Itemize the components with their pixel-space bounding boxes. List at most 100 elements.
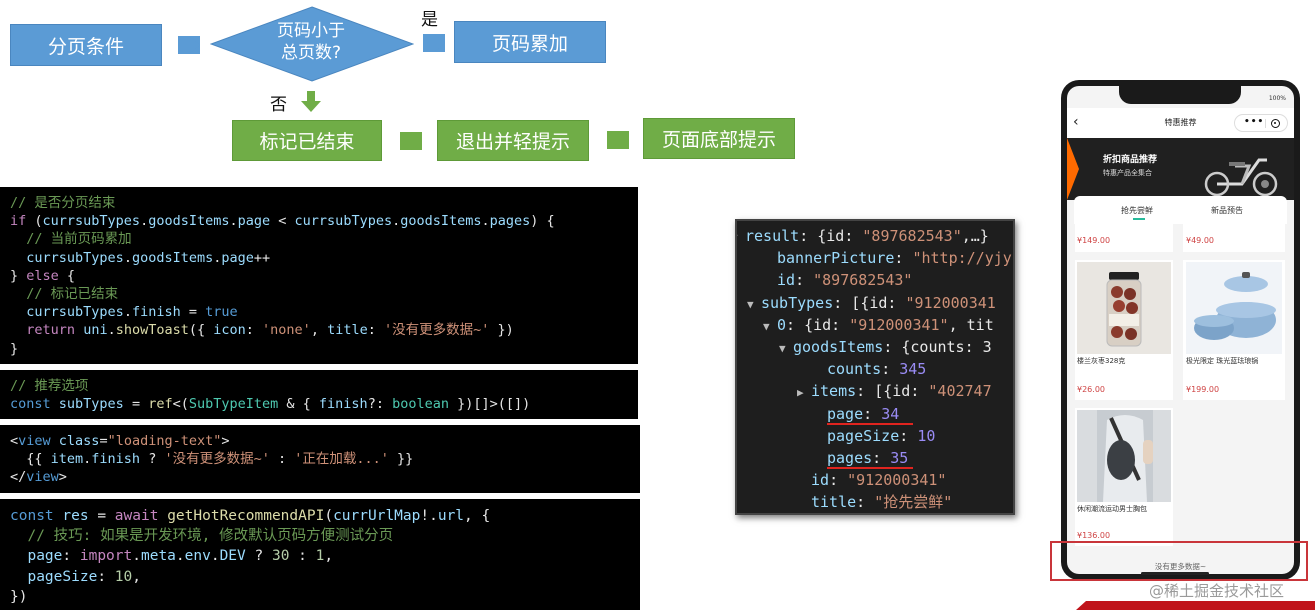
code-token: . [132,548,141,565]
code-token: finish [131,304,181,321]
expand-down-icon[interactable]: ▼ [779,342,786,355]
code-token: SubTypeItem [188,396,279,413]
code-line: } [10,340,628,358]
code-token: !. [420,508,438,524]
code-token: currsubTypes [26,249,124,266]
devtools-line: bannerPicture: "http://yjy [777,247,1012,269]
code-token: > [221,433,230,449]
code-token: // 推荐选项 [10,378,89,394]
product-card-top-left[interactable]: ¥149.00 [1075,224,1173,252]
red-footer-strip [1076,601,1315,610]
devtools-token: "抢先尝鲜" [874,493,953,512]
code-token: subTypes [58,396,124,413]
product-card-jujube[interactable]: 楼兰灰枣328克 ¥26.00 [1075,260,1173,400]
code-token: pageSize [27,568,98,585]
code-line: {{ item.finish ? '没有更多数据~' : '正在加载...' }… [10,450,630,468]
back-icon[interactable]: ‹ [1073,114,1079,130]
code-token: , [132,568,141,585]
product-price: ¥149.00 [1077,236,1111,245]
devtools-token: : [894,249,913,268]
promo-banner: 折扣商品推荐 特惠产品全集合 [1067,138,1294,200]
devtools-token: 345 [899,360,927,379]
devtools-token: pageSize [827,426,900,445]
close-capsule-icon[interactable] [1271,119,1280,128]
code-token [51,396,59,412]
devtools-response-panel: ▼result: {id: "897682543",…}bannerPictur… [735,219,1015,515]
code-token: , [324,548,334,565]
code-token: else [26,267,59,284]
code-token [10,231,26,247]
code-token: boolean [392,396,449,413]
tab-early-taste[interactable]: 抢先尝鲜 [1121,206,1153,215]
devtools-line: pageSize: 10 [827,425,935,447]
code-token: ({ [188,322,214,339]
product-card-chest-bag[interactable]: 休闲潮流运动男士胸包 ¥136.00 [1075,408,1173,546]
code-token: ?: [367,396,393,413]
flow-increment-label: 页码累加 [491,32,568,55]
code-token: view [18,433,51,449]
expand-down-icon[interactable]: ▼ [747,297,754,311]
code-token: : [97,568,115,585]
more-icon[interactable]: ••• [1244,117,1265,127]
devtools-token: 34 [881,404,900,423]
expand-down-icon[interactable]: ▼ [763,319,770,333]
devtools-line[interactable]: ▼result: {id: "897682543",…} [737,225,989,249]
code-token [10,304,26,320]
devtools-token: "897682543" [813,271,913,290]
code-token: { [58,267,76,284]
code-token: item [50,451,84,468]
code-token: : [62,548,80,565]
code-token: page [27,548,63,565]
code-token: . [83,451,92,468]
mini-program-capsule[interactable]: ••• [1234,114,1288,132]
devtools-line[interactable]: ▼goodsItems: {counts: 3 [779,336,992,358]
code-token: '没有更多数据~' [384,322,490,339]
nav-bar: ‹ 特惠推荐 ••• [1067,108,1294,138]
devtools-token: : [829,471,848,490]
flow-bottom-hint-box: 页面底部提示 [643,118,795,159]
code-token: 'none' [262,322,311,339]
product-price: ¥199.00 [1186,385,1220,394]
product-price: ¥49.00 [1186,236,1214,245]
product-name: 楼兰灰枣328克 [1077,357,1126,365]
tab-new-preview[interactable]: 新品预告 [1211,206,1243,215]
devtools-token: "897682543" [862,227,962,245]
code-token: }) [10,588,28,605]
code-token: 1 [315,548,325,565]
devtools-token: id [777,271,796,290]
code-token: pages [489,213,531,230]
code-token: = [123,396,149,413]
product-price: ¥26.00 [1077,385,1105,394]
devtools-line[interactable]: ▶items: [{id: "402747 [797,380,992,402]
code-token: = [99,433,108,449]
code-token: < [10,433,19,449]
product-card-pot[interactable]: 极光限定 珠光蓝珐琅锅 ¥199.00 [1183,260,1285,400]
flow-arrow-2 [400,132,422,150]
devtools-line[interactable]: ▼0: {id: "912000341", tit [763,314,994,336]
devtools-token: : [899,426,918,445]
expand-down-icon[interactable]: ▼ [737,227,745,249]
code-token [10,569,27,585]
code-token: currsubTypes [42,213,141,230]
code-line: // 技巧: 如果是开发环境, 修改默认页码方便测试分页 [10,526,630,546]
code-token: uni [83,322,108,339]
watermark: @稀土掘金技术社区 [1149,582,1285,600]
code-token: . [175,548,185,565]
code-line: const res = await getHotRecommendAPI(cur… [10,506,630,526]
devtools-line: title: "抢先尝鲜" [811,491,952,513]
expand-right-icon[interactable]: ▶ [797,386,804,400]
code-token: await [114,508,159,524]
code-token: env [184,548,211,565]
devtools-line[interactable]: ▼subTypes: [{id: "912000341 [747,292,996,314]
code-token: 30 [271,548,290,565]
devtools-token: id [811,471,830,490]
code-line: if (currsubTypes.goodsItems.page < currs… [10,212,628,230]
code-token: <( [172,396,189,413]
highlight-box [1050,541,1308,581]
code-line: return uni.showToast({ icon: 'none', tit… [10,321,628,339]
product-card-top-right[interactable]: ¥49.00 [1183,224,1285,252]
underline-pages [827,467,913,469]
code-token: import [79,548,133,565]
phone-screen: 100% ‹ 特惠推荐 ••• 折扣商品推荐 特惠产品全集合 [1067,86,1294,574]
devtools-token: : [863,404,882,423]
